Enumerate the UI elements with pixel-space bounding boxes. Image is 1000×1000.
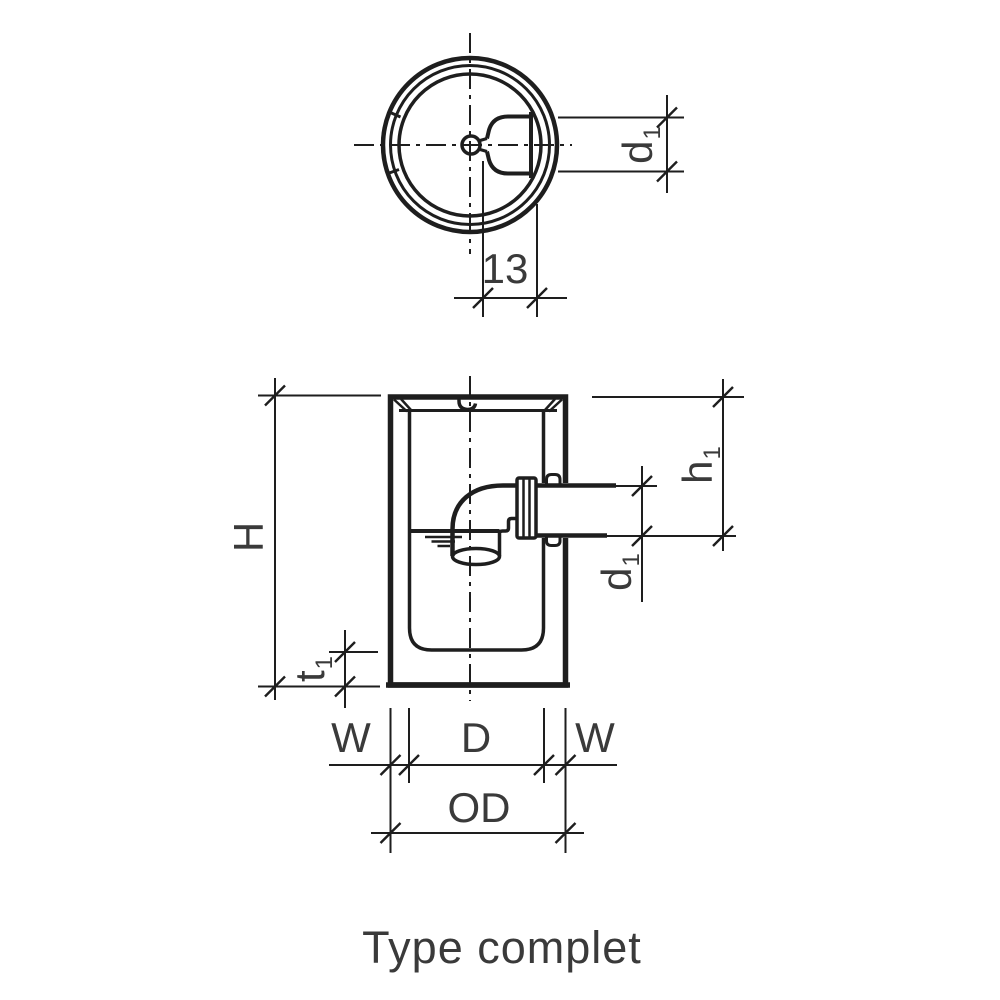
- dim-label-w-left: W: [331, 714, 371, 761]
- dim-label-d: D: [461, 714, 491, 761]
- dim-tick: [554, 822, 577, 844]
- dim-tick: [712, 525, 734, 547]
- wall-seal-top: [545, 473, 562, 484]
- lid-seat-chamfers: [393, 398, 563, 413]
- pipe-socket: [515, 476, 538, 540]
- ring-joint-notch-lower: [385, 168, 400, 176]
- chamfer-line: [548, 398, 563, 413]
- outlet-plan: [460, 112, 533, 178]
- outlet-bell-top: [485, 114, 531, 139]
- dim-H: H: [225, 378, 381, 700]
- section-view: H t1 h1: [225, 376, 744, 853]
- dim-tick: [379, 754, 402, 776]
- elbow-outer-curve: [450, 483, 518, 556]
- outlet-center-circle: [460, 134, 482, 156]
- dim-tick: [533, 754, 555, 776]
- dim-label-d1-section: d1: [593, 553, 645, 591]
- dim-od: OD: [371, 784, 584, 844]
- lid-hook: [457, 397, 478, 412]
- dim-tick: [472, 287, 494, 309]
- dim-tick: [656, 106, 678, 129]
- dim-tick: [334, 641, 356, 663]
- ring-joint-notch-upper: [387, 110, 402, 119]
- pipe-mouth-ellipse: [450, 546, 502, 567]
- dim-d1-plan: d1: [558, 95, 684, 193]
- vessel-outer-wall: [387, 394, 569, 688]
- dim-tick: [334, 675, 356, 698]
- inner-ring: [397, 72, 543, 218]
- dim-13: 13: [454, 161, 567, 317]
- dim-tick: [631, 475, 653, 497]
- dim-tick: [631, 525, 653, 547]
- elbow-inner-step: [497, 516, 518, 556]
- dim-t1: t1: [286, 630, 378, 708]
- dim-tick: [398, 754, 420, 776]
- dim-label-od: OD: [448, 784, 511, 831]
- outer-ring: [380, 55, 560, 235]
- outlet-bell-bottom: [485, 151, 531, 176]
- outlet-neck-bottom: [479, 148, 488, 153]
- dim-tick: [264, 675, 286, 698]
- water-level-symbol: [409, 529, 500, 548]
- drawing-caption: Type complet: [362, 922, 642, 973]
- dim-tick: [526, 287, 548, 309]
- dim-tick: [554, 754, 577, 776]
- dim-label-d1-plan: d1: [614, 126, 666, 164]
- dim-h1: h1: [592, 379, 744, 551]
- dim-tick: [264, 384, 286, 407]
- plan-view: d1 13: [354, 33, 684, 317]
- dim-w-d-w: W D W: [329, 708, 617, 853]
- dim-label-13: 13: [482, 245, 529, 292]
- chamfer-line: [544, 398, 556, 411]
- outlet-elbow: [450, 473, 616, 567]
- dim-label-w-right: W: [575, 714, 615, 761]
- dim-label-H: H: [225, 522, 272, 552]
- dim-tick: [379, 822, 402, 844]
- chamfer-line: [400, 398, 412, 411]
- vessel-cavity: [407, 412, 546, 652]
- chamfer-line: [393, 398, 408, 413]
- dim-label-h1: h1: [674, 446, 726, 484]
- middle-ring: [389, 64, 551, 226]
- outlet-neck-top: [479, 137, 488, 142]
- wall-seal-bottom: [545, 537, 562, 547]
- dim-d1-section: d1: [593, 466, 657, 602]
- dim-tick: [656, 160, 678, 183]
- dim-label-t1: t1: [286, 656, 338, 682]
- dim-tick: [712, 386, 734, 408]
